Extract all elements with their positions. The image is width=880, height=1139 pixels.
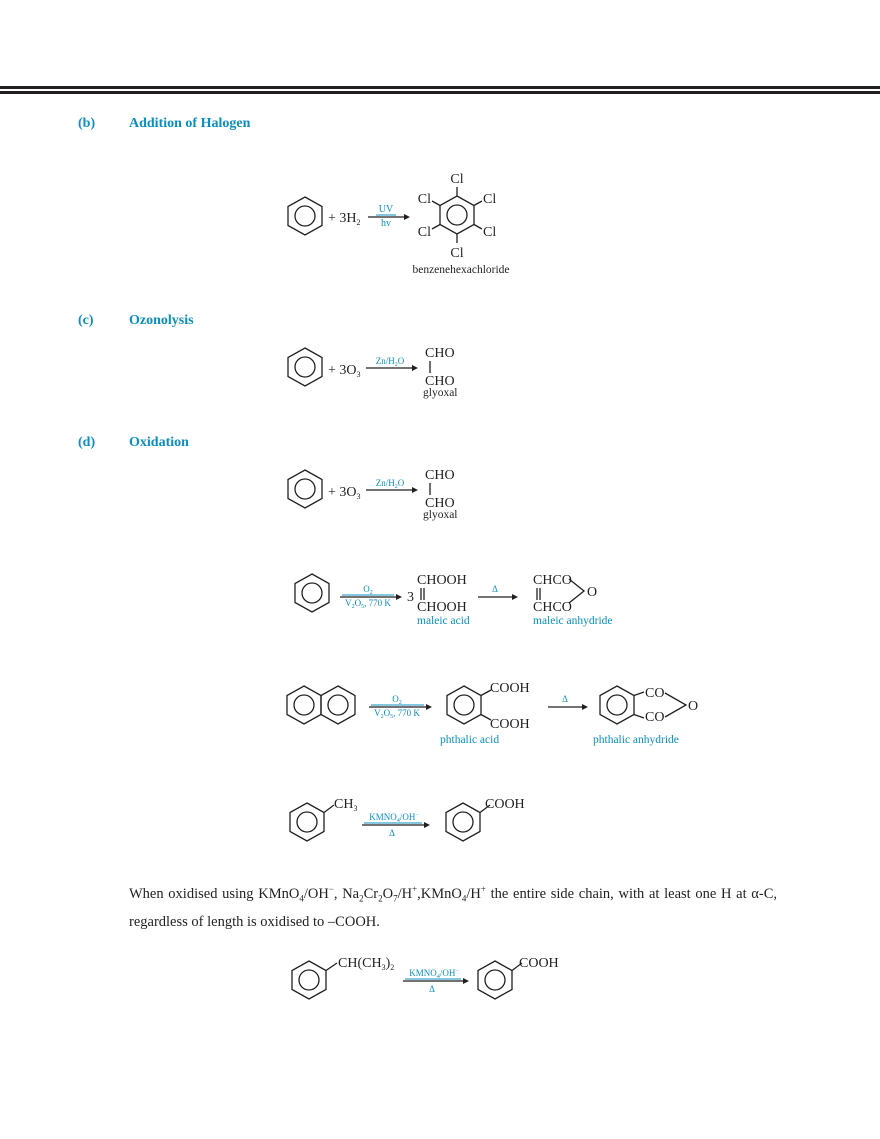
condition-top: O2	[363, 584, 373, 596]
maleic-acid-bottom: CHOOH	[417, 600, 467, 615]
product-name: glyoxal	[423, 509, 458, 521]
phthalic-acid-name: phthalic acid	[440, 734, 499, 746]
section-b-title: Addition of Halogen	[129, 116, 251, 131]
isopropyl-group: CH(CH3)2	[338, 956, 394, 972]
phthalic-cooh-top: COOH	[490, 681, 530, 696]
cl-upper-right: Cl	[483, 192, 496, 207]
phthalic-cooh-bottom: COOH	[490, 717, 530, 732]
condition-bottom: Δ	[389, 828, 395, 838]
condition-bottom: V2O5, 770 K	[374, 708, 420, 720]
section-d-title: Oxidation	[129, 435, 189, 450]
carboxyl-group: COOH	[485, 797, 525, 812]
anhydride-co-bottom: CO	[645, 710, 664, 725]
benzene-ring-icon	[294, 573, 330, 613]
anhydride-oxygen: O	[587, 585, 597, 600]
maleic-acid-top: CHOOH	[417, 573, 467, 588]
anhydride-co-top: CO	[645, 686, 664, 701]
condition: Zn/H2O	[376, 478, 405, 490]
glyoxal-top: CHO	[425, 468, 455, 483]
benzene-ring-icon	[287, 196, 323, 236]
side-chain-oxidation-text: When oxidised using KMnO4/OH−, Na2Cr2O7/…	[129, 884, 777, 930]
cl-top: Cl	[450, 172, 463, 187]
hexachloro-ring-icon	[431, 187, 483, 243]
cl-lower-left: Cl	[418, 225, 431, 240]
glyoxal-bottom: CHO	[425, 374, 455, 389]
carboxyl-group: COOH	[519, 956, 559, 971]
maleic-acid-name: maleic acid	[417, 615, 470, 627]
condition-top: KMNO4/OH−	[369, 812, 419, 824]
condition-top: O2	[392, 694, 402, 706]
halogen-addition-reaction: + 3H2 UV hv Cl Cl Cl Cl Cl Cl benzenehex…	[287, 172, 510, 276]
toluene-oxidation-reaction: CH3 KMNO4/OH− Δ COOH	[289, 797, 525, 842]
benzoic-acid-ring-icon	[445, 802, 491, 842]
condition-bottom: hv	[381, 218, 391, 229]
oxidation-glyoxal-reaction: + 3O3 Zn/H2O CHO CHO glyoxal	[287, 468, 458, 521]
cumene-oxidation-reaction: CH(CH3)2 KMNO4/OH− Δ COOH	[291, 956, 559, 1000]
section-c-title: Ozonolysis	[129, 313, 194, 328]
heat-symbol: Δ	[492, 584, 498, 594]
header-rule-top	[0, 86, 880, 89]
cumene-ring-icon	[291, 960, 338, 1000]
product-name: benzenehexachloride	[412, 264, 509, 276]
section-b-letter: (b)	[78, 116, 96, 131]
toluene-ring-icon	[289, 802, 335, 842]
condition-bottom: V2O5, 770 K	[345, 598, 391, 610]
condition-bottom: Δ	[429, 984, 435, 994]
cl-lower-right: Cl	[483, 225, 496, 240]
condition-top: KMNO4/OH−	[409, 968, 459, 980]
cl-upper-left: Cl	[418, 192, 431, 207]
reagent-text: + 3O3	[328, 485, 361, 501]
phthalic-anhydride-name: phthalic anhydride	[593, 734, 679, 746]
anhydride-top: CHCO	[533, 573, 572, 588]
maleic-oxidation-reaction: O2 V2O5, 770 K 3 CHOOH CHOOH maleic acid…	[294, 573, 613, 627]
reagent-text: + 3H2	[328, 211, 361, 227]
condition: Zn/H2O	[376, 356, 405, 368]
benzene-ring-icon	[287, 347, 323, 387]
reagent-text: + 3O3	[328, 363, 361, 379]
methyl-group: CH3	[334, 797, 357, 813]
cl-bottom: Cl	[450, 246, 463, 261]
glyoxal-top: CHO	[425, 346, 455, 361]
glyoxal-bottom: CHO	[425, 496, 455, 511]
condition-top: UV	[379, 204, 394, 215]
naphthalene-icon	[286, 685, 356, 725]
phthalic-acid-ring-icon	[446, 685, 492, 725]
section-d-letter: (d)	[78, 435, 96, 450]
anhydride-bottom: CHCO	[533, 600, 572, 615]
benzoic-acid-ring-icon	[477, 960, 523, 1000]
phthalic-anhydride-ring-icon	[599, 685, 645, 725]
header-rule-bottom	[0, 91, 880, 94]
product-name: glyoxal	[423, 387, 458, 399]
maleic-anhydride-name: maleic anhydride	[533, 615, 613, 627]
section-c-letter: (c)	[78, 313, 94, 328]
anhydride-oxygen: O	[688, 699, 698, 714]
benzene-ring-icon	[287, 469, 323, 509]
heat-symbol: Δ	[562, 694, 568, 704]
phthalic-oxidation-reaction: O2 V2O5, 770 K COOH COOH phthalic acid Δ…	[286, 681, 698, 746]
coefficient: 3	[407, 590, 414, 605]
ozonolysis-reaction: + 3O3 Zn/H2O CHO CHO glyoxal	[287, 346, 458, 399]
